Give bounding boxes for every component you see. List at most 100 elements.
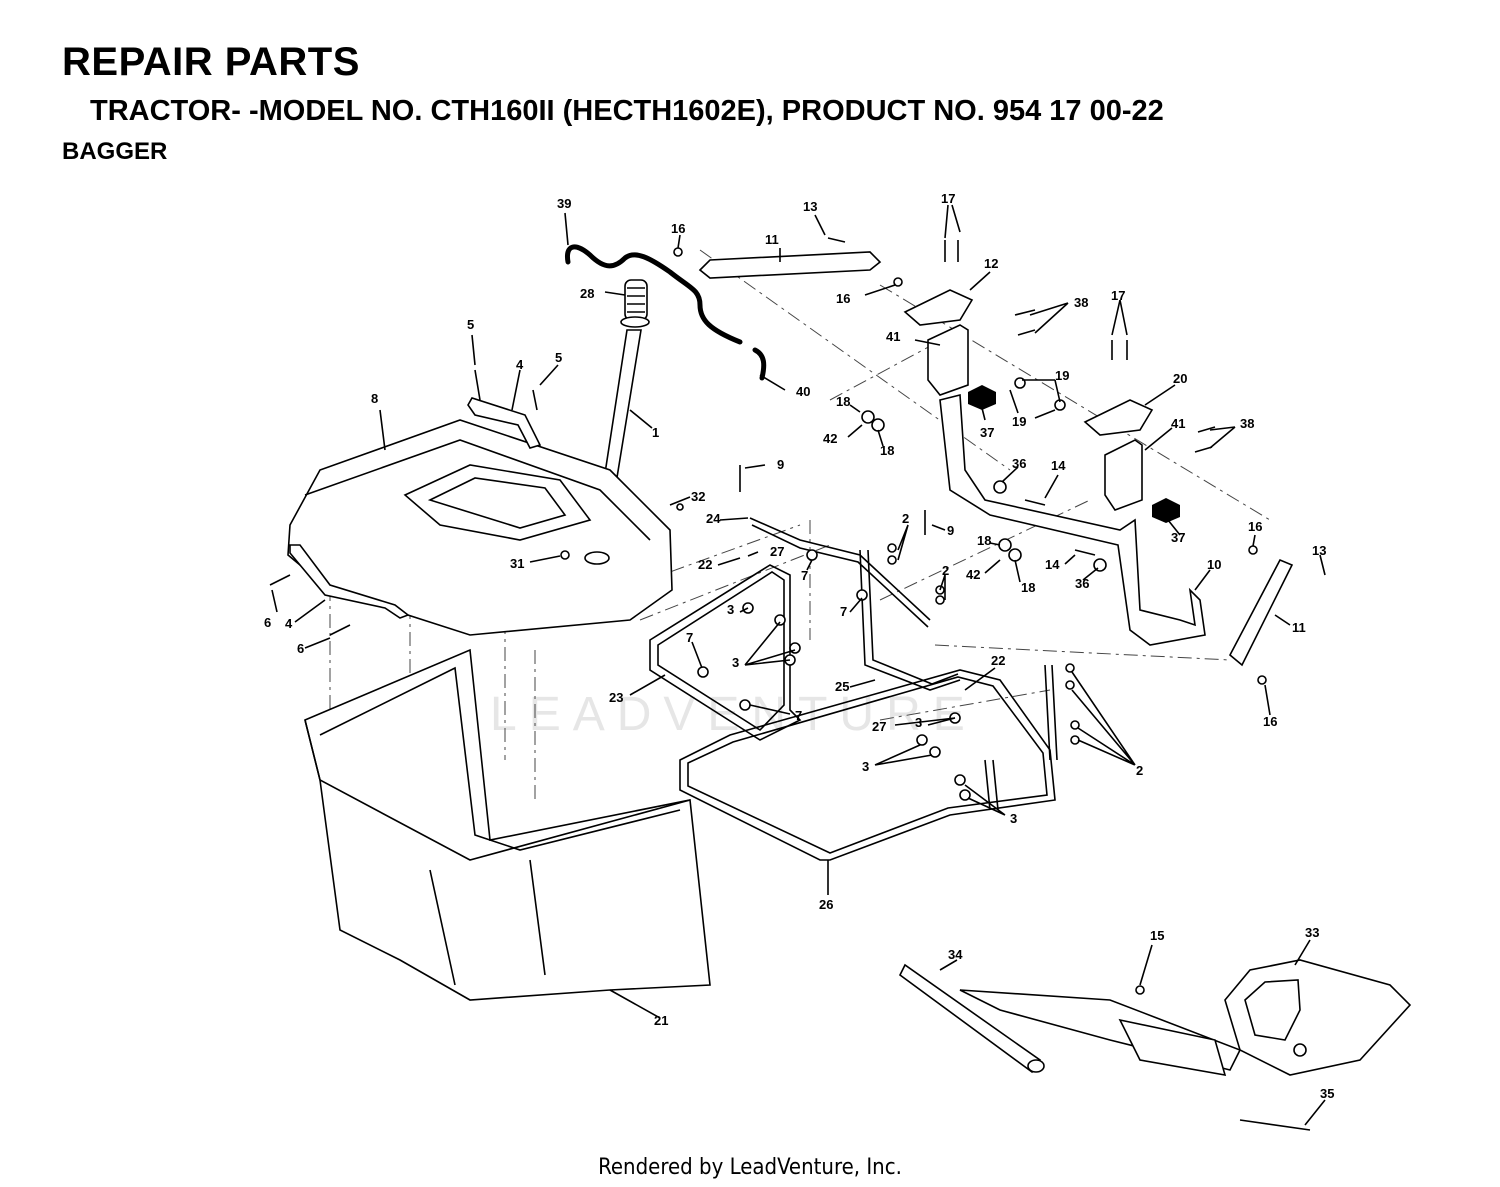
cover-handle-4a — [467, 397, 542, 449]
callout-21: 21 — [654, 1013, 668, 1028]
callout-4: 4 — [285, 616, 293, 631]
callout-2: 2 — [1136, 763, 1143, 778]
callout-27: 27 — [770, 544, 784, 559]
callout-37: 37 — [980, 425, 994, 440]
footer-credit: Rendered by LeadVenture, Inc. — [598, 1155, 902, 1180]
callout-1: 1 — [652, 425, 659, 440]
callout-3: 3 — [915, 715, 922, 730]
callout-7: 7 — [795, 708, 802, 723]
callout-19: 19 — [1012, 414, 1026, 429]
callout-22: 22 — [698, 557, 712, 572]
callout-19: 19 — [1055, 368, 1069, 383]
clamp-20 — [1083, 399, 1154, 436]
callout-17: 17 — [941, 191, 955, 206]
callout-16: 16 — [671, 221, 685, 236]
frame-26-inner — [687, 676, 1048, 854]
callout-17: 17 — [1111, 288, 1125, 303]
callout-16: 16 — [1263, 714, 1277, 729]
callout-6: 6 — [264, 615, 271, 630]
frame-24 — [749, 517, 931, 621]
callout-11: 11 — [1292, 620, 1306, 635]
callout-2: 2 — [902, 511, 909, 526]
callout-14: 14 — [1051, 458, 1066, 473]
callout-20: 20 — [1173, 371, 1187, 386]
callout-16: 16 — [1248, 519, 1262, 534]
callout-4: 4 — [516, 357, 524, 372]
callout-3: 3 — [862, 759, 869, 774]
callout-7: 7 — [801, 568, 808, 583]
callout-26: 26 — [819, 897, 833, 912]
callout-28: 28 — [580, 286, 594, 301]
callout-38: 38 — [1074, 295, 1088, 310]
callout-42: 42 — [966, 567, 980, 582]
callout-25: 25 — [835, 679, 849, 694]
callout-24: 24 — [706, 511, 721, 526]
watermark-text: LEADVENTURE — [490, 688, 977, 741]
callout-18: 18 — [1021, 580, 1035, 595]
callout-3: 3 — [727, 602, 734, 617]
callout-36: 36 — [1075, 576, 1089, 591]
callout-22: 22 — [991, 653, 1005, 668]
rod-40 — [752, 347, 767, 381]
callout-3: 3 — [1010, 811, 1017, 826]
frame-26-upright — [984, 664, 1058, 811]
callout-37: 37 — [1171, 530, 1185, 545]
frame-24-b — [751, 524, 929, 628]
bracket-41a — [927, 324, 969, 396]
bracket-41b — [1104, 439, 1143, 511]
callout-41: 41 — [1171, 416, 1185, 431]
callout-7: 7 — [840, 604, 847, 619]
callout-41: 41 — [886, 329, 900, 344]
leader-lines — [271, 204, 1326, 1126]
callout-labels: 1 2 2 2 3 3 3 3 3 4 4 5 5 6 6 7 7 7 7 8 … — [264, 191, 1334, 1101]
grass-bag — [304, 648, 711, 1001]
callout-9: 9 — [947, 523, 954, 538]
callout-40: 40 — [796, 384, 810, 399]
callout-8: 8 — [371, 391, 378, 406]
callout-38: 38 — [1240, 416, 1254, 431]
callout-7: 7 — [686, 630, 693, 645]
callout-12: 12 — [984, 256, 998, 271]
model-subtitle: TRACTOR- -MODEL NO. CTH160II (HECTH1602E… — [90, 95, 1164, 127]
callout-11: 11 — [765, 232, 779, 247]
frame-25-b — [867, 549, 959, 685]
callout-36: 36 — [1012, 456, 1026, 471]
callout-15: 15 — [1150, 928, 1164, 943]
callout-23: 23 — [609, 690, 623, 705]
clamp-12 — [903, 289, 974, 326]
section-title: BAGGER — [62, 138, 168, 165]
callout-18: 18 — [836, 394, 850, 409]
rod-39 — [564, 244, 743, 345]
callout-33: 33 — [1305, 925, 1319, 940]
callout-39: 39 — [557, 196, 571, 211]
bagger-cover — [287, 419, 673, 636]
callout-6: 6 — [297, 641, 304, 656]
callout-35: 35 — [1320, 1086, 1334, 1101]
frame-23-inner — [657, 571, 785, 732]
frame-26 — [679, 669, 1056, 861]
cover-handle-4b — [289, 544, 410, 619]
callout-9: 9 — [777, 457, 784, 472]
callout-13: 13 — [1312, 543, 1326, 558]
pad-37b — [1152, 498, 1180, 523]
frame-25 — [859, 549, 961, 691]
frame-23 — [649, 564, 802, 741]
callout-13: 13 — [803, 199, 817, 214]
chute-assembly — [898, 959, 1412, 1131]
callout-3: 3 — [732, 655, 739, 670]
callout-42: 42 — [823, 431, 837, 446]
callout-32: 32 — [691, 489, 705, 504]
callout-18: 18 — [880, 443, 894, 458]
callout-2: 2 — [942, 563, 949, 578]
callout-5: 5 — [467, 317, 474, 332]
callout-14: 14 — [1045, 557, 1060, 572]
callout-10: 10 — [1207, 557, 1221, 572]
support-10 — [939, 393, 1206, 646]
callout-5: 5 — [555, 350, 562, 365]
callout-31: 31 — [510, 556, 524, 571]
callout-18: 18 — [977, 533, 991, 548]
strap-11a — [698, 251, 882, 279]
callout-16: 16 — [836, 291, 850, 306]
pad-37a — [968, 385, 996, 410]
